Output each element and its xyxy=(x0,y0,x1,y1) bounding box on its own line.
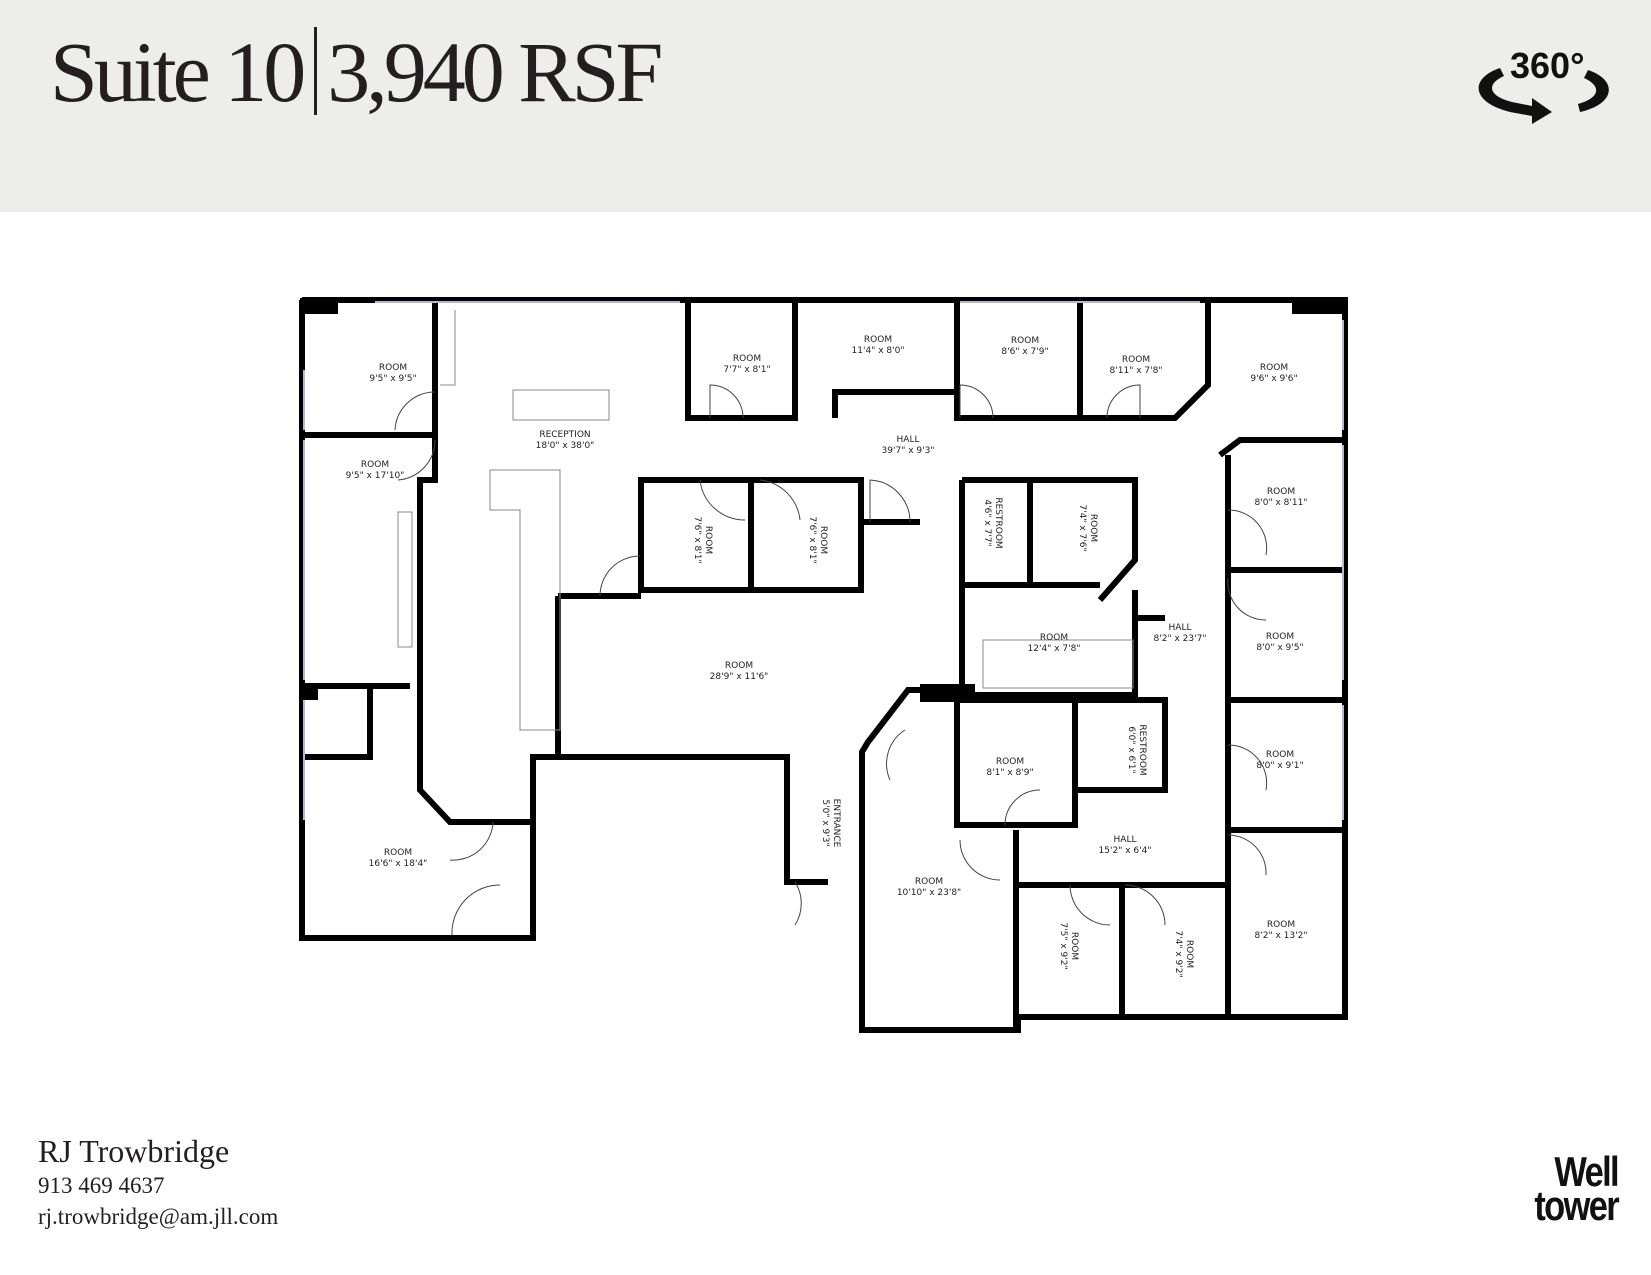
welltower-logo: Well tower xyxy=(1520,1148,1619,1229)
contact-email[interactable]: rj.trowbridge@am.jll.com xyxy=(38,1204,279,1229)
logo-line-1: Well xyxy=(1554,1148,1619,1195)
contact-block: RJ Trowbridge 913 469 4637 rj.trowbridge… xyxy=(38,1132,278,1232)
360-text: 360° xyxy=(1510,45,1584,86)
contact-name: RJ Trowbridge xyxy=(38,1133,230,1169)
title-divider xyxy=(314,27,318,115)
360-tour-icon[interactable]: 360° xyxy=(1470,40,1620,135)
logo-line-2: tower xyxy=(1534,1182,1619,1229)
suite-label: Suite 10 xyxy=(50,24,306,120)
area-label: 3,940 RSF xyxy=(327,24,663,120)
contact-phone[interactable]: 913 469 4637 xyxy=(38,1173,165,1198)
